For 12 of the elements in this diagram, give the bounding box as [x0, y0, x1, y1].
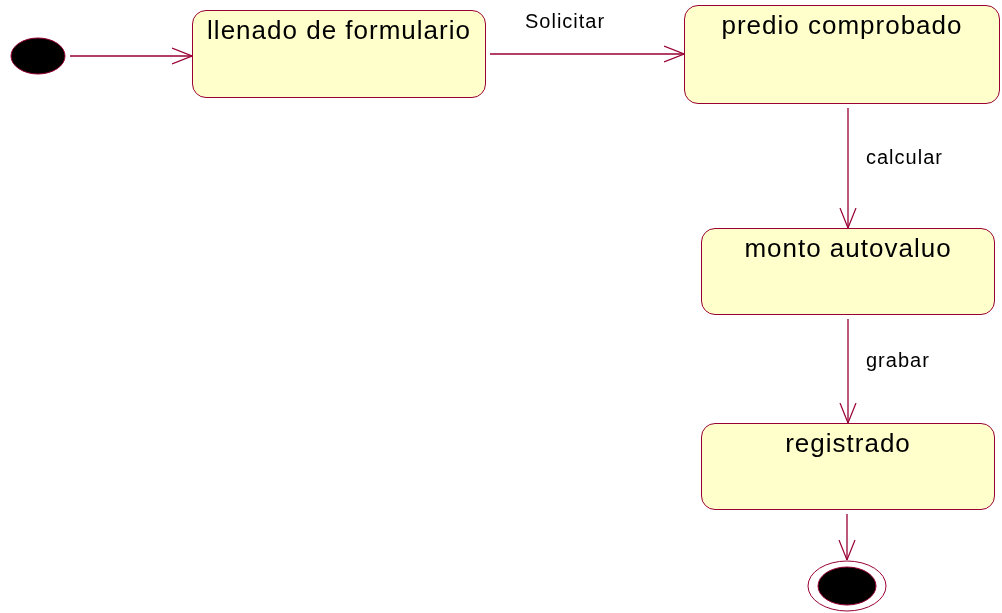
state-box: monto autovaluo [701, 228, 995, 315]
transition-arrow [489, 45, 685, 63]
initial-state [10, 37, 66, 75]
final-state [807, 560, 887, 612]
transition-arrow [839, 107, 857, 229]
state-box: predio comprobado [684, 5, 1000, 104]
state-box: registrado [701, 423, 995, 510]
transition-arrow [839, 318, 857, 424]
state-box: llenado de formulario [192, 10, 486, 98]
edge-label: grabar [866, 349, 930, 372]
transition-arrow [838, 513, 856, 561]
transition-arrow [69, 47, 193, 65]
